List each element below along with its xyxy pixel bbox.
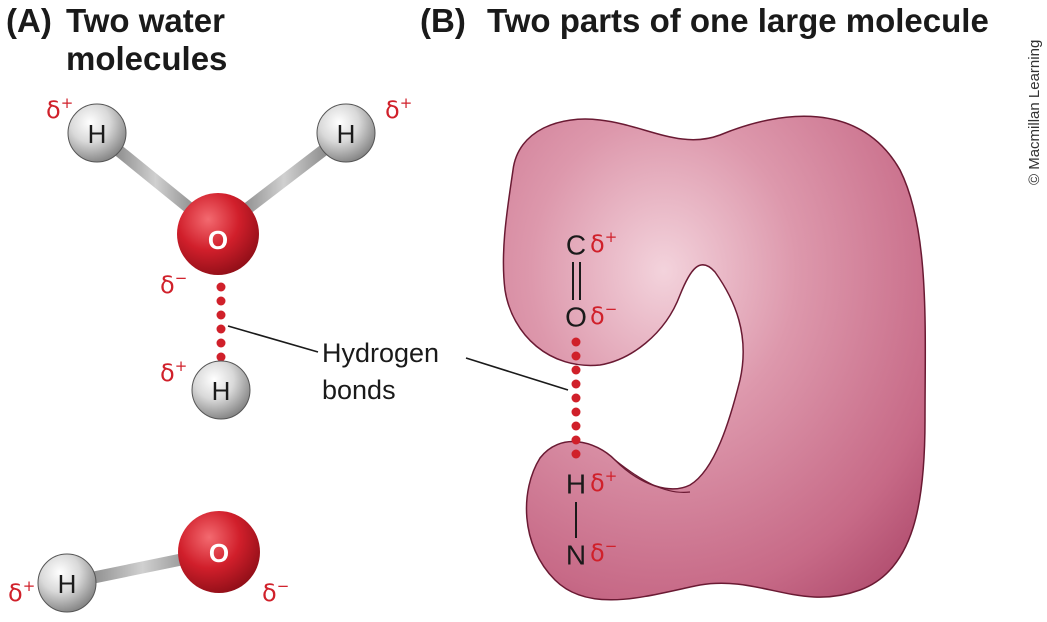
oxygen-atom-1: O (177, 193, 259, 275)
svg-text:H: H (58, 569, 77, 599)
annotation-bonds: bonds (322, 375, 396, 405)
nitrogen-label: N (566, 540, 586, 571)
panel-a-letter: (A) (6, 2, 52, 39)
leader-line-b (465, 357, 569, 391)
annotation-hydrogen: Hydrogen (322, 338, 439, 368)
charge-c-plus: δ+ (590, 228, 617, 258)
hydrogen-atom-4: H (37, 553, 97, 613)
carbon-label: C (566, 230, 586, 261)
hydrogen-atom-2: H (316, 103, 376, 163)
hydrogen-label-b: H (566, 469, 586, 500)
leader-line-a (227, 325, 319, 353)
hydrogen-atom-1: H (67, 103, 127, 163)
svg-text:O: O (208, 225, 228, 255)
charge-h1-plus: δ+ (46, 94, 73, 124)
charge-h2-plus: δ+ (385, 94, 412, 124)
macromolecule-shape (502, 115, 927, 601)
charge-o1-minus: δ− (160, 269, 187, 299)
charge-h4-plus: δ+ (8, 577, 35, 607)
panel-b-letter: (B) (420, 2, 466, 39)
charge-h3-plus: δ+ (160, 357, 187, 387)
svg-text:H: H (212, 376, 231, 406)
charge-h-plus: δ+ (590, 467, 617, 497)
charge-o2-minus: δ− (262, 577, 289, 607)
hydrogen-bond-dots-a (216, 282, 226, 362)
oxygen-label-b: O (565, 302, 587, 333)
charge-n-minus: δ− (590, 537, 617, 567)
crease-line (614, 459, 691, 493)
hydrogen-atom-3: H (191, 360, 251, 420)
oxygen-atom-2: O (178, 511, 260, 593)
svg-text:H: H (88, 119, 107, 149)
panel-a-title: Two water molecules (66, 2, 228, 77)
svg-text:H: H (337, 119, 356, 149)
svg-text:O: O (209, 538, 229, 568)
panel-b-title: Two parts of one large molecule (487, 2, 989, 39)
hydrogen-bond-dots-b (571, 337, 581, 459)
charge-o-minus: δ− (590, 300, 617, 330)
